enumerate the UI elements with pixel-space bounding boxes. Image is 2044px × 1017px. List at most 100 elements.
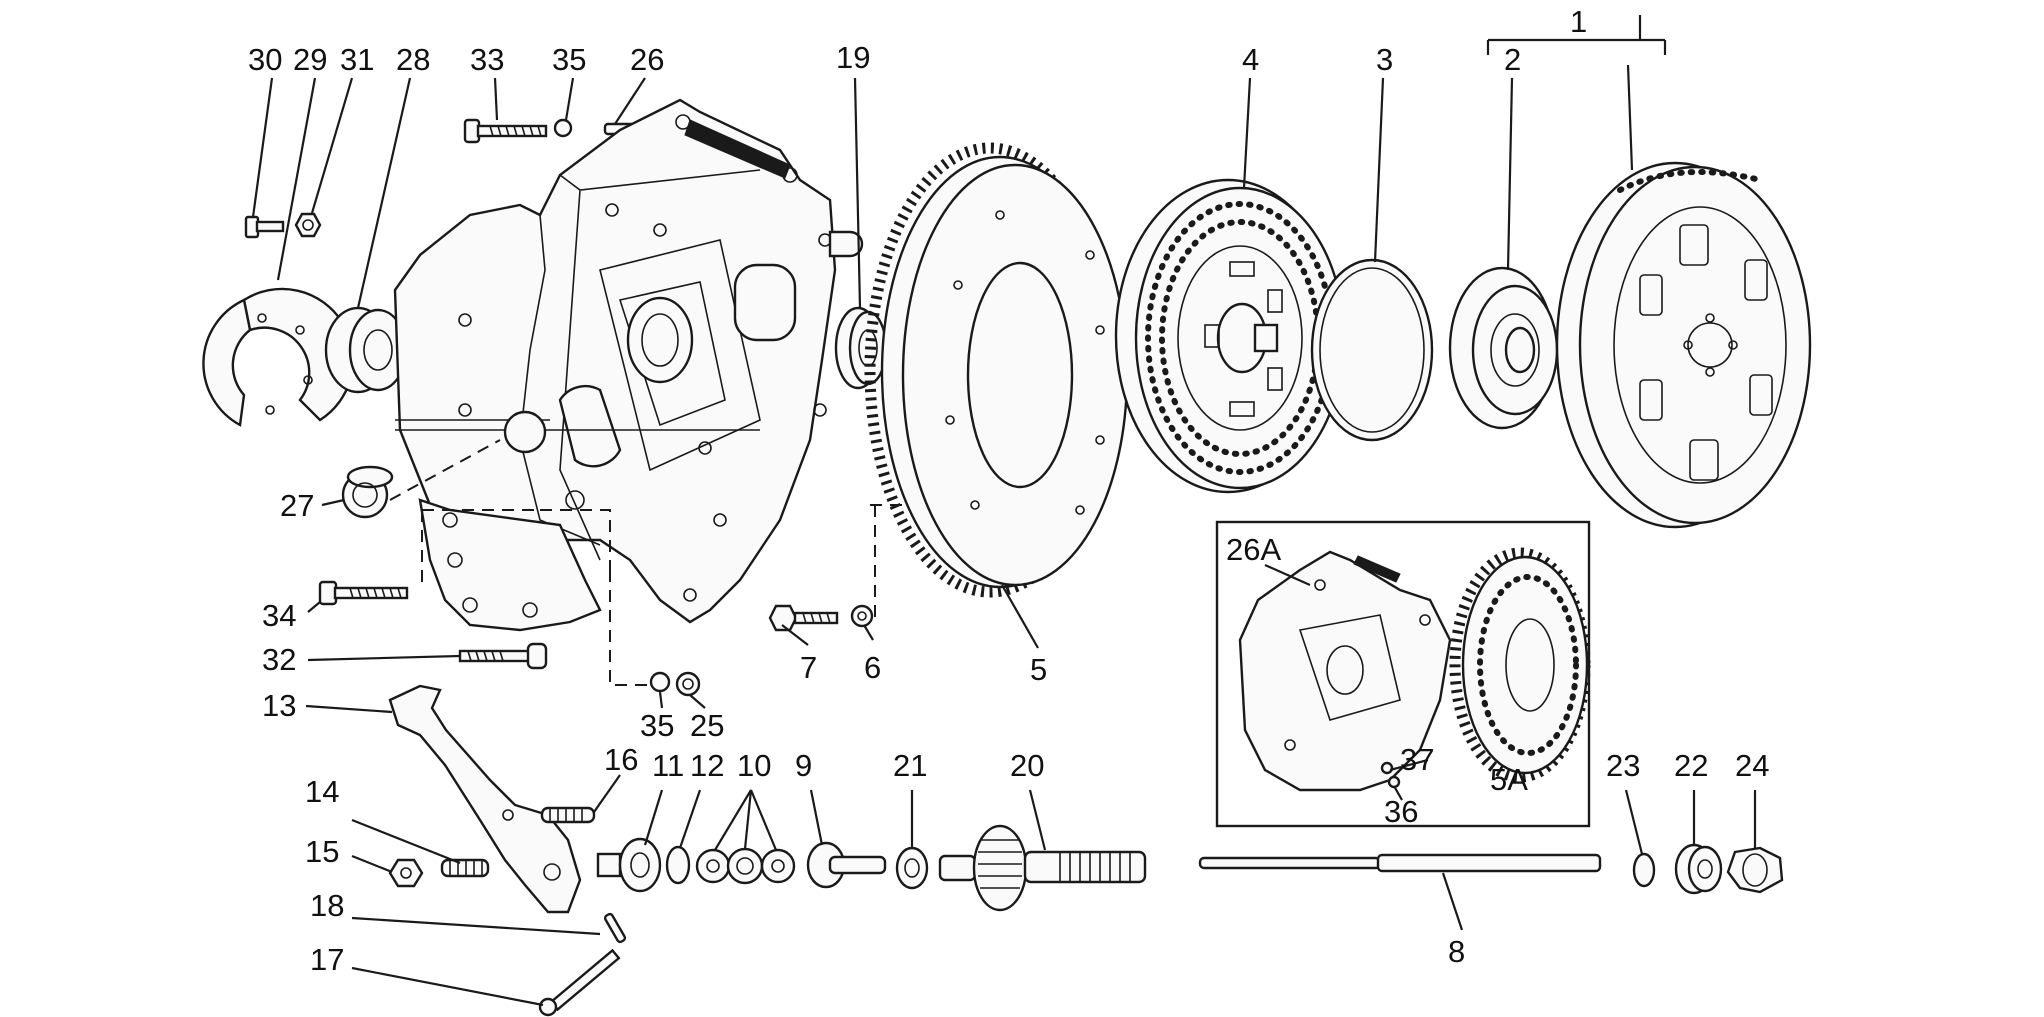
part-24-nut	[1726, 846, 1784, 894]
leader-19	[853, 77, 862, 309]
part-1-pressure-plate	[1555, 161, 1812, 529]
leader-5	[1001, 584, 1039, 649]
part-34-bolt	[318, 580, 409, 606]
label-35-top: 35	[552, 42, 586, 77]
part-30-screw	[244, 215, 285, 239]
part-29-half-ring-plate	[202, 287, 355, 427]
label-20: 20	[1010, 748, 1044, 783]
part-6-washer	[850, 604, 874, 628]
label-3: 3	[1376, 42, 1393, 77]
leader-10a	[714, 789, 752, 851]
label-36: 36	[1384, 794, 1418, 829]
label-17: 17	[310, 942, 344, 977]
label-19: 19	[836, 40, 870, 75]
part-7-bolt	[768, 604, 839, 632]
part-10-washers	[695, 847, 796, 885]
part-23-ring	[1632, 852, 1656, 888]
part-9-shaft	[806, 841, 887, 889]
label-2: 2	[1504, 42, 1521, 77]
assembly-line-housing-27	[389, 439, 501, 501]
label-13: 13	[262, 688, 296, 723]
leader-31	[310, 77, 354, 214]
label-35-lower: 35	[640, 708, 674, 743]
leader-26a	[1264, 563, 1311, 587]
label-16: 16	[604, 742, 638, 777]
label-1: 1	[1570, 4, 1587, 39]
label-34: 34	[262, 598, 296, 633]
label-21: 21	[893, 748, 927, 783]
part-18-pin	[603, 912, 627, 944]
housing-lower-bracket	[418, 498, 602, 632]
leader-27	[321, 498, 345, 507]
assembly-line-bracket	[421, 509, 611, 590]
part-17-bolt	[538, 948, 621, 1017]
part-26a-housing-alt	[1238, 550, 1452, 792]
part-16-spring	[540, 806, 596, 824]
part-15-nut	[388, 858, 424, 888]
label-10: 10	[737, 748, 771, 783]
part-4-clutch-disc	[1114, 178, 1346, 494]
label-31: 31	[340, 42, 374, 77]
leader-34	[307, 601, 321, 613]
label-5: 5	[1030, 652, 1047, 687]
part-2-release-bearing	[1448, 266, 1559, 430]
part-5a-flywheel-alt	[1449, 547, 1591, 783]
leader-23	[1624, 789, 1644, 855]
label-5a: 5A	[1490, 762, 1528, 797]
label-6: 6	[864, 650, 881, 685]
leader-1	[1626, 64, 1634, 171]
label-37: 37	[1400, 742, 1434, 777]
leader-4	[1242, 77, 1252, 189]
part-33-bolt	[463, 118, 548, 144]
label-29: 29	[293, 42, 327, 77]
leader-32	[307, 654, 461, 662]
label-4: 4	[1242, 42, 1259, 77]
label-32: 32	[262, 642, 296, 677]
part-32-bolt	[458, 642, 548, 670]
label-26a: 26A	[1226, 532, 1281, 567]
part-35-washer-top	[553, 118, 573, 138]
leader-14	[351, 818, 461, 865]
leader-lines	[251, 15, 1757, 1007]
part-27-plug	[341, 465, 394, 519]
part-20-gear-shaft	[938, 824, 1147, 912]
leader-10c	[749, 789, 778, 851]
leader-1-bracket	[1486, 15, 1667, 55]
label-27: 27	[280, 488, 314, 523]
part-5-flywheel-ring-gear	[864, 142, 1129, 598]
leader-10b	[743, 789, 753, 850]
label-7: 7	[800, 650, 817, 685]
part-19-oil-seal	[834, 306, 888, 390]
leader-15	[351, 854, 393, 874]
leader-13	[305, 704, 393, 714]
part-36-37-fasteners-alt	[1380, 761, 1401, 789]
part-21-bearing	[895, 846, 929, 890]
leader-8	[1441, 872, 1464, 931]
leader-25	[689, 694, 706, 709]
part-31-nut	[294, 212, 322, 238]
part-14-spring	[440, 858, 490, 878]
leader-7	[781, 624, 809, 646]
part-22-bushing	[1674, 843, 1723, 895]
label-33: 33	[470, 42, 504, 77]
label-15: 15	[305, 834, 339, 869]
leader-6	[863, 624, 874, 641]
part-number-labels: 1 2 3 4 5 5A 6 7 8 9 10 11 12 13 14 15 1…	[248, 4, 1769, 977]
part-13-clutch-lever	[388, 684, 582, 914]
leader-12	[678, 789, 702, 849]
leader-28	[356, 77, 412, 309]
leader-33	[493, 77, 499, 121]
label-9: 9	[795, 748, 812, 783]
leader-18	[351, 916, 601, 936]
label-8: 8	[1448, 934, 1465, 969]
label-23: 23	[1606, 748, 1640, 783]
leader-37	[1389, 758, 1429, 772]
leader-3	[1373, 77, 1385, 263]
leader-36	[1393, 785, 1403, 801]
part-8-push-rod	[1198, 853, 1602, 873]
leader-9	[809, 789, 824, 846]
leader-30	[251, 77, 274, 218]
label-25: 25	[690, 708, 724, 743]
